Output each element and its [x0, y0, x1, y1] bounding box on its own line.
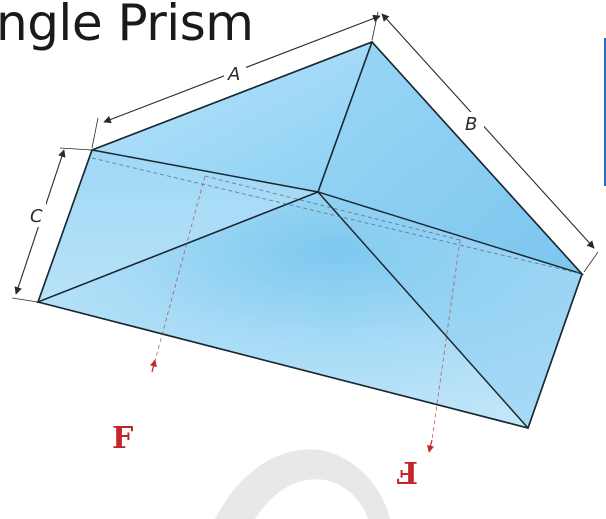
dimension-b-ext: [583, 251, 599, 273]
force-arrow-left: [149, 359, 157, 373]
dimension-b-label-bg: [462, 112, 484, 134]
dimension-b-label: B: [465, 114, 477, 135]
prism-edge: [37, 191, 319, 303]
dashed-guide: [151, 175, 206, 373]
dimension-a-ext: [91, 117, 99, 149]
dashed-guide: [431, 239, 461, 441]
force-arrow-right: [427, 439, 435, 453]
dimension-b-line: [381, 13, 595, 249]
watermark-shape-inner: [255, 479, 368, 519]
dimension-c-ext: [59, 147, 93, 151]
force-label-left: F: [112, 421, 133, 456]
dimension-c-label: C: [30, 206, 43, 227]
dimension-a-ext: [371, 11, 379, 41]
dimension-a-label-bg: [224, 62, 246, 82]
dimension-c-ext: [11, 297, 39, 303]
dimension-a-label: A: [227, 64, 240, 85]
prism-edge: [317, 191, 529, 429]
side-panel-border: [604, 38, 606, 186]
force-label-right: F: [397, 454, 418, 489]
dimension-c-label-bg: [28, 203, 46, 227]
